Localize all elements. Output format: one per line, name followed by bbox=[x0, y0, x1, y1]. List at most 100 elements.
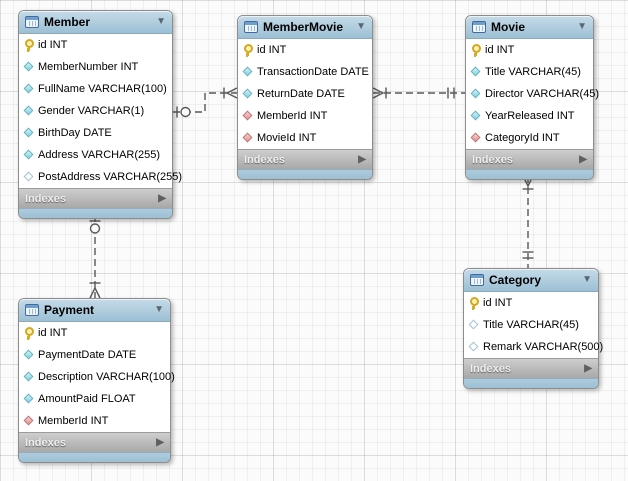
collapse-arrow-icon[interactable]: ▼ bbox=[154, 304, 164, 315]
collapse-arrow-icon[interactable]: ▼ bbox=[582, 274, 592, 285]
primary-key-icon bbox=[242, 44, 254, 56]
collapse-arrow-icon[interactable]: ▼ bbox=[356, 21, 366, 32]
column-icon bbox=[470, 88, 482, 100]
field-row[interactable]: MemberId INT bbox=[238, 105, 372, 127]
column-icon bbox=[242, 66, 254, 78]
field-label: id INT bbox=[483, 297, 513, 309]
field-row[interactable]: FullName VARCHAR(100) bbox=[19, 78, 172, 100]
field-label: Title VARCHAR(45) bbox=[485, 66, 581, 78]
relationship-member-membermovie[interactable] bbox=[173, 87, 238, 118]
table-header[interactable]: MemberMovie ▼ bbox=[238, 16, 372, 39]
indexes-row[interactable]: Indexes ▶ bbox=[466, 149, 593, 169]
field-row[interactable]: Gender VARCHAR(1) bbox=[19, 100, 172, 122]
field-row[interactable]: CategoryId INT bbox=[466, 127, 593, 149]
table-footer bbox=[466, 169, 593, 179]
field-label: AmountPaid FLOAT bbox=[38, 393, 136, 405]
field-row[interactable]: MemberId INT bbox=[19, 410, 170, 432]
field-label: MovieId INT bbox=[257, 132, 317, 144]
field-row[interactable]: Description VARCHAR(100) bbox=[19, 366, 175, 388]
indexes-row[interactable]: Indexes ▶ bbox=[19, 188, 172, 208]
collapse-arrow-icon[interactable]: ▼ bbox=[156, 16, 166, 27]
foreign-key-icon bbox=[23, 415, 35, 427]
field-label: PaymentDate DATE bbox=[38, 349, 137, 361]
field-row[interactable]: id INT bbox=[464, 292, 598, 314]
collapse-arrow-icon[interactable]: ▼ bbox=[577, 21, 587, 32]
field-row[interactable]: PaymentDate DATE bbox=[19, 344, 170, 366]
indexes-label: Indexes bbox=[244, 153, 285, 166]
field-label: Description VARCHAR(100) bbox=[38, 371, 175, 383]
relationship-member-payment[interactable] bbox=[89, 215, 101, 299]
primary-key-icon bbox=[23, 327, 35, 339]
field-row[interactable]: BirthDay DATE bbox=[19, 122, 172, 144]
table-header[interactable]: Payment ▼ bbox=[19, 299, 170, 322]
field-label: MemberId INT bbox=[257, 110, 328, 122]
table-icon bbox=[244, 21, 258, 33]
field-label: id INT bbox=[38, 39, 68, 51]
field-row[interactable]: TransactionDate DATE bbox=[238, 61, 372, 83]
field-list: id INT PaymentDate DATE Description VARC… bbox=[19, 322, 175, 432]
field-label: Remark VARCHAR(500) bbox=[483, 341, 604, 353]
table-header[interactable]: Category ▼ bbox=[464, 269, 598, 292]
foreign-key-icon bbox=[470, 132, 482, 144]
field-row[interactable]: AmountPaid FLOAT bbox=[19, 388, 170, 410]
expand-arrow-icon[interactable]: ▶ bbox=[158, 192, 166, 204]
table-movie[interactable]: Movie ▼ id INT Title VARCHAR(45) Directo… bbox=[465, 15, 599, 180]
field-row[interactable]: YearReleased INT bbox=[466, 105, 593, 127]
nullable-column-icon bbox=[468, 319, 480, 331]
indexes-row[interactable]: Indexes ▶ bbox=[238, 149, 372, 169]
table-membermovie[interactable]: MemberMovie ▼ id INT TransactionDate DAT… bbox=[237, 15, 373, 180]
expand-arrow-icon[interactable]: ▶ bbox=[156, 436, 164, 448]
field-row[interactable]: id INT bbox=[19, 34, 172, 56]
column-icon bbox=[23, 61, 35, 73]
table-icon bbox=[25, 16, 39, 28]
field-label: Director VARCHAR(45) bbox=[485, 88, 600, 100]
field-label: Title VARCHAR(45) bbox=[483, 319, 579, 331]
table-payment[interactable]: Payment ▼ id INT PaymentDate DATE Descri… bbox=[18, 298, 175, 463]
field-row[interactable]: ReturnDate DATE bbox=[238, 83, 372, 105]
field-label: Address VARCHAR(255) bbox=[38, 149, 161, 161]
nullable-column-icon bbox=[23, 171, 35, 183]
table-header[interactable]: Member ▼ bbox=[19, 11, 172, 34]
field-row[interactable]: PostAddress VARCHAR(255) bbox=[19, 166, 182, 188]
column-icon bbox=[23, 349, 35, 361]
field-row[interactable]: Remark VARCHAR(500) bbox=[464, 336, 603, 358]
field-row[interactable]: Address VARCHAR(255) bbox=[19, 144, 172, 166]
field-row[interactable]: Title VARCHAR(45) bbox=[466, 61, 593, 83]
field-row[interactable]: id INT bbox=[19, 322, 170, 344]
field-row[interactable]: id INT bbox=[466, 39, 593, 61]
table-category[interactable]: Category ▼ id INT Title VARCHAR(45) Rema… bbox=[463, 268, 603, 389]
column-icon bbox=[470, 110, 482, 122]
field-row[interactable]: id INT bbox=[238, 39, 372, 61]
field-label: Gender VARCHAR(1) bbox=[38, 105, 145, 117]
expand-arrow-icon[interactable]: ▶ bbox=[358, 153, 366, 165]
relationship-category-movie[interactable] bbox=[522, 175, 534, 268]
expand-arrow-icon[interactable]: ▶ bbox=[579, 153, 587, 165]
table-icon bbox=[472, 21, 486, 33]
indexes-label: Indexes bbox=[25, 436, 66, 449]
table-header[interactable]: Movie ▼ bbox=[466, 16, 593, 39]
field-row[interactable]: Title VARCHAR(45) bbox=[464, 314, 598, 336]
relationship-movie-membermovie[interactable] bbox=[372, 87, 465, 99]
column-icon bbox=[23, 149, 35, 161]
field-row[interactable]: MovieId INT bbox=[238, 127, 372, 149]
indexes-label: Indexes bbox=[472, 153, 513, 166]
field-row[interactable]: MemberNumber INT bbox=[19, 56, 172, 78]
table-member[interactable]: Member ▼ id INT MemberNumber INT FullNam… bbox=[18, 10, 182, 219]
table-icon bbox=[470, 274, 484, 286]
column-icon bbox=[23, 127, 35, 139]
field-label: TransactionDate DATE bbox=[257, 66, 369, 78]
column-icon bbox=[23, 393, 35, 405]
field-label: id INT bbox=[38, 327, 68, 339]
field-row[interactable]: Director VARCHAR(45) bbox=[466, 83, 599, 105]
indexes-row[interactable]: Indexes ▶ bbox=[19, 432, 170, 452]
indexes-label: Indexes bbox=[25, 192, 66, 205]
column-icon bbox=[23, 371, 35, 383]
field-list: id INT Title VARCHAR(45) Remark VARCHAR(… bbox=[464, 292, 603, 358]
expand-arrow-icon[interactable]: ▶ bbox=[584, 362, 592, 374]
column-icon bbox=[470, 66, 482, 78]
nullable-column-icon bbox=[468, 341, 480, 353]
table-footer bbox=[19, 452, 170, 462]
column-icon bbox=[242, 88, 254, 100]
indexes-row[interactable]: Indexes ▶ bbox=[464, 358, 598, 378]
